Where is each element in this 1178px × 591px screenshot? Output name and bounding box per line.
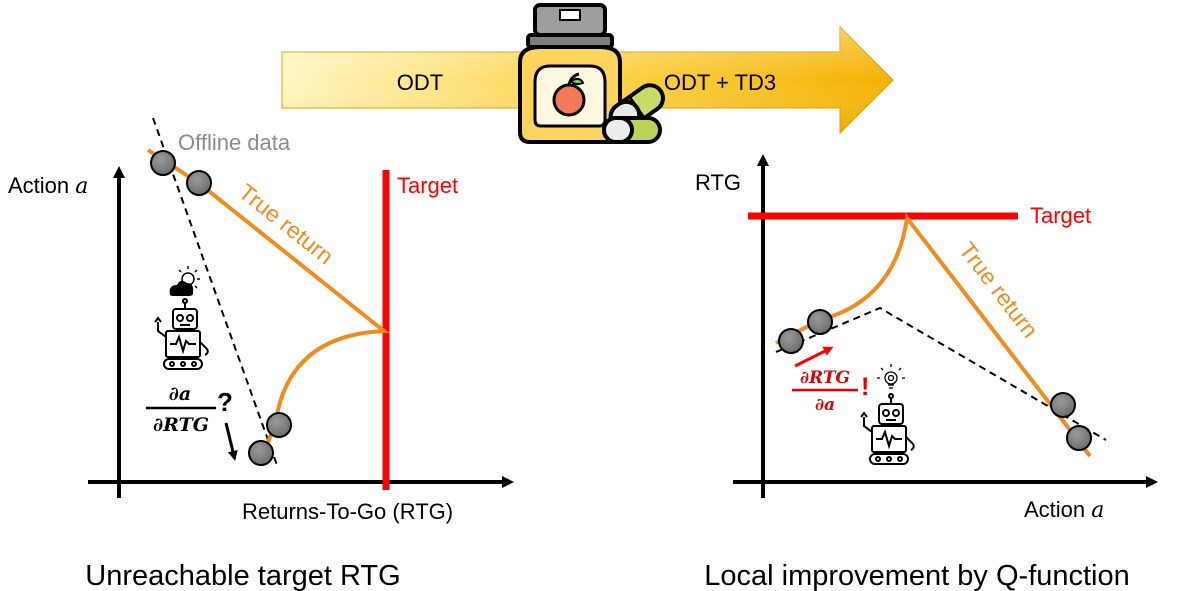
right-true-return-label: True return [954, 237, 1043, 342]
left-x-axis-label: Returns-To-Go (RTG) [242, 499, 453, 524]
left-data-point [150, 150, 176, 176]
right-data-point [1050, 392, 1076, 418]
left-gradient-arrow [224, 422, 238, 461]
left-gradient-fraction: ∂a ∂RTG ? [146, 383, 233, 436]
left-data-point [186, 170, 212, 196]
right-gradient-fraction: ∂RTG ∂a ! [792, 368, 869, 415]
left-fraction-numerator: ∂a [169, 383, 191, 405]
left-caption: Unreachable target RTG [85, 560, 400, 591]
right-data-point [1066, 425, 1092, 451]
left-target-label: Target [397, 173, 458, 198]
banner-right-label: ODT + TD3 [664, 70, 776, 95]
right-y-axis-label: RTG [695, 170, 741, 195]
left-data-point [266, 412, 292, 438]
right-fraction-denominator: ∂a [815, 395, 835, 415]
left-offline-data-label: Offline data [178, 130, 291, 155]
left-fraction-denominator: ∂RTG [153, 414, 209, 436]
lightbulb-icon [877, 364, 905, 389]
left-panel: Action a Returns-To-Go (RTG) Target True… [8, 117, 514, 591]
robot-icon [154, 298, 209, 370]
left-data-point [248, 440, 274, 466]
left-fraction-mark: ? [217, 387, 233, 417]
pill-icon [602, 83, 665, 144]
right-caption: Local improvement by Q-function [704, 560, 1130, 591]
right-data-point [778, 328, 804, 354]
right-data-point [807, 309, 833, 335]
right-true-return-curve [775, 213, 1092, 458]
right-fitted-line [775, 306, 1107, 441]
right-x-axis-label: Action a [1024, 497, 1104, 523]
cloud-sun-icon [169, 266, 200, 296]
robot-icon [860, 393, 915, 465]
left-fitted-line [152, 117, 279, 469]
banner-left-label: ODT [397, 70, 443, 95]
right-fraction-numerator: ∂RTG [800, 368, 850, 388]
left-y-axis-label: Action a [8, 173, 88, 199]
left-true-return-curve [146, 148, 390, 449]
right-gradient-arrow [794, 346, 834, 368]
right-panel: RTG Action a Target True return ∂RTG ∂a … [695, 154, 1158, 591]
bottle-icon [518, 3, 622, 144]
right-target-label: Target [1030, 203, 1091, 228]
right-fraction-mark: ! [861, 373, 869, 401]
